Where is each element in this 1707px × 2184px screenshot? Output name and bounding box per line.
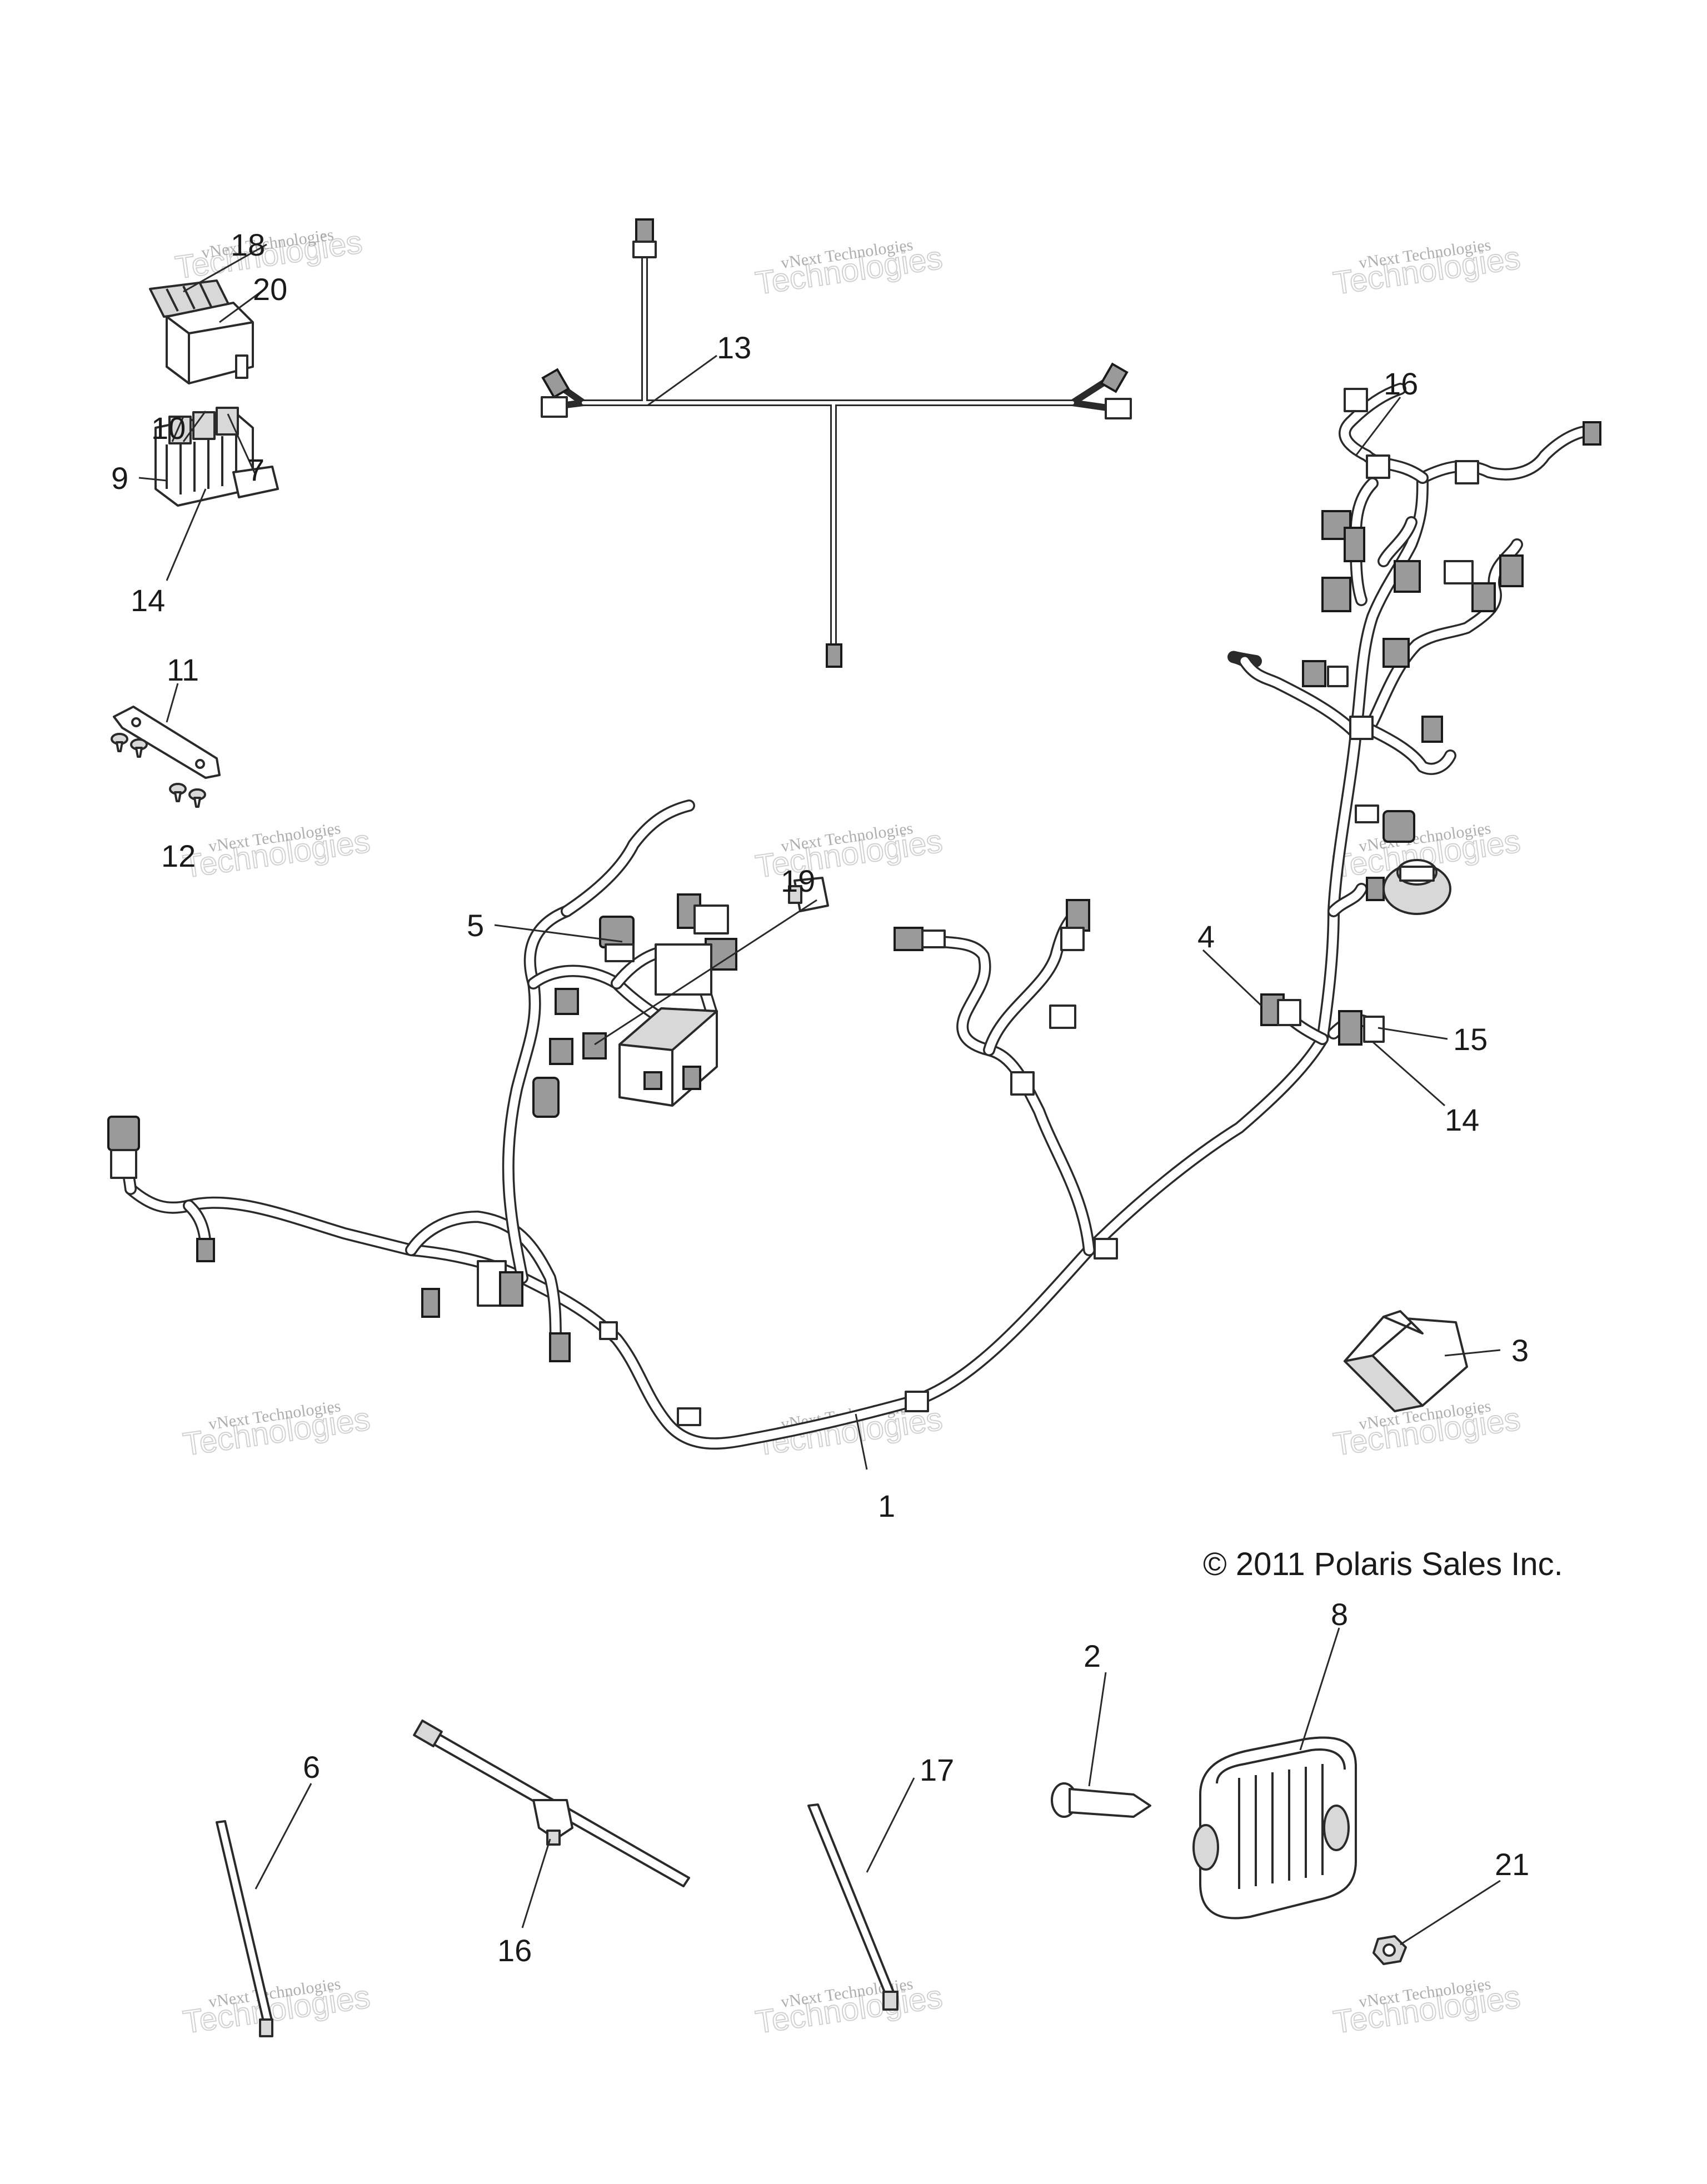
main-harness xyxy=(107,383,1601,1450)
callout-8: 8 xyxy=(1331,1597,1348,1632)
callout-1: 1 xyxy=(878,1488,895,1523)
callout-12: 12 xyxy=(161,838,196,873)
voltage-regulator-8 xyxy=(1192,1736,1357,1920)
watermark: Technologies vNext Technologies xyxy=(753,1975,945,2041)
callout-14: 14 xyxy=(131,583,165,618)
callout-6: 6 xyxy=(303,1750,320,1785)
small-connector-19 xyxy=(788,877,829,912)
callout-21: 21 xyxy=(1495,1847,1529,1882)
callout-16-lower: 16 xyxy=(497,1933,532,1968)
callout-16: 16 xyxy=(1384,366,1418,401)
push-rivet-2 xyxy=(1051,1782,1151,1818)
watermark: Technologies vNext Technologies xyxy=(181,1397,373,1463)
callout-2: 2 xyxy=(1084,1638,1101,1673)
callout-14-lower: 14 xyxy=(1445,1102,1479,1137)
copyright-notice: © 2011 Polaris Sales Inc. xyxy=(1203,1546,1563,1582)
watermark: Technologies vNext Technologies xyxy=(181,819,373,886)
cable-tie-mount-16 xyxy=(413,1720,690,1887)
callout-7: 7 xyxy=(247,452,264,487)
callouts: 18 20 13 16 10 7 9 14 11 12 19 5 4 15 14… xyxy=(111,227,1529,1968)
callout-13: 13 xyxy=(717,330,751,365)
sub-harness-13 xyxy=(541,218,1132,668)
cable-tie-17 xyxy=(807,1803,899,2011)
callout-10: 10 xyxy=(151,411,186,446)
cable-tie-6 xyxy=(216,1820,273,2037)
callout-20: 20 xyxy=(253,272,287,307)
callout-19: 19 xyxy=(781,863,815,898)
ecu-module xyxy=(618,1007,718,1107)
callout-4: 4 xyxy=(1197,919,1215,954)
bracket-plate xyxy=(113,706,221,779)
grommet xyxy=(1382,859,1451,915)
connector-cluster-5 xyxy=(599,893,737,996)
harness-clip-3 xyxy=(1344,1310,1468,1412)
callout-5: 5 xyxy=(467,908,484,943)
callout-15: 15 xyxy=(1453,1022,1488,1057)
callout-18: 18 xyxy=(231,227,265,262)
leader-lines xyxy=(138,243,1501,1946)
watermark: Technologies vNext Technologies xyxy=(1331,236,1523,302)
watermark: Technologies vNext Technologies xyxy=(1331,1975,1523,2041)
callout-17: 17 xyxy=(920,1752,954,1787)
watermark: Technologies vNext Technologies xyxy=(181,1975,373,2041)
callout-11: 11 xyxy=(167,652,199,687)
screws xyxy=(111,733,206,808)
nut-21 xyxy=(1372,1935,1407,1965)
callout-3: 3 xyxy=(1511,1333,1529,1368)
callout-9: 9 xyxy=(111,461,128,496)
fuse-box-cover xyxy=(149,279,254,384)
watermark: Technologies vNext Technologies xyxy=(753,236,945,302)
